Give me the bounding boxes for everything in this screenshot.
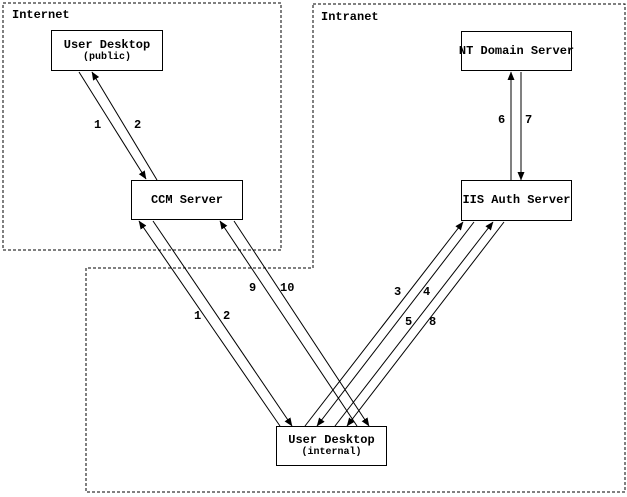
node-title: User Desktop <box>63 37 151 52</box>
arrow-step-label-2: 2 <box>134 118 142 132</box>
node-title: IIS Auth Server <box>462 193 571 207</box>
node-user-desktop-internal: User Desktop (internal) <box>276 426 387 466</box>
internet-zone-outline <box>2 2 282 251</box>
arrow-2-ccm-to-internal-desktop <box>152 220 293 427</box>
arrow-2-ccm-to-public-desktop <box>91 71 158 181</box>
intranet-zone-label: Intranet <box>321 10 379 24</box>
node-subtitle: (internal) <box>301 447 362 458</box>
node-iis-auth-server: IIS Auth Server <box>461 180 572 221</box>
arrow-step-label-3: 3 <box>394 285 402 299</box>
arrow-step-label-2: 2 <box>223 309 231 323</box>
node-title: CCM Server <box>150 192 223 207</box>
arrow-5-internal-desktop-to-iis <box>334 221 494 427</box>
arrow-step-label-1: 1 <box>194 309 202 323</box>
arrow-step-label-1: 1 <box>94 118 102 132</box>
arrow-1-internal-desktop-to-ccm <box>138 220 281 427</box>
arrow-step-label-7: 7 <box>525 113 533 127</box>
node-title: User Desktop <box>288 433 375 447</box>
node-ccm-server: CCM Server <box>131 180 243 220</box>
arrow-step-label-4: 4 <box>423 285 431 299</box>
node-subtitle: (public) <box>82 51 131 63</box>
arrow-step-label-9: 9 <box>249 281 257 295</box>
arrow-step-label-6: 6 <box>498 113 506 127</box>
arrow-step-label-8: 8 <box>429 315 437 329</box>
node-user-desktop-public: User Desktop (public) <box>51 30 163 71</box>
arrow-8-iis-to-internal-desktop <box>346 221 505 427</box>
intranet-zone-outline <box>85 3 626 493</box>
arrow-10-ccm-to-internal-desktop <box>233 220 370 427</box>
node-title: NT Domain Server <box>458 43 575 58</box>
arrow-4-iis-to-internal-desktop <box>316 221 475 427</box>
internet-zone-label: Internet <box>12 8 70 22</box>
arrow-1-public-desktop-to-ccm <box>78 71 147 180</box>
arrow-step-label-10: 10 <box>280 281 295 295</box>
arrow-9-internal-desktop-to-ccm <box>219 220 358 427</box>
arrow-step-label-5: 5 <box>405 315 413 329</box>
node-nt-domain-server: NT Domain Server <box>458 31 575 71</box>
arrow-3-internal-desktop-to-iis <box>304 221 464 427</box>
